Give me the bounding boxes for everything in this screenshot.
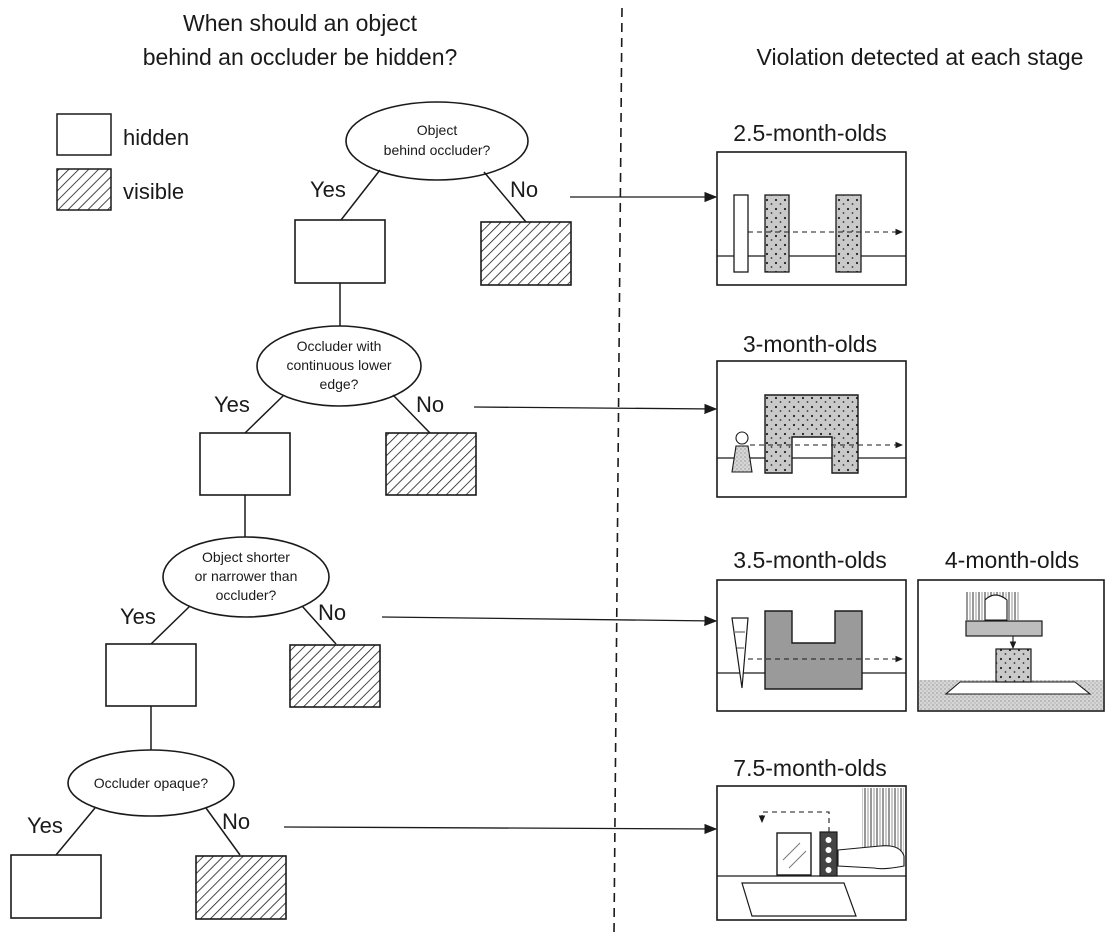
- decision-2-no-branch: [392, 394, 431, 434]
- decision-3-yes-branch: [150, 605, 191, 645]
- legend: hidden visible: [56, 113, 189, 211]
- stage-3-occluder: [764, 610, 863, 690]
- decision-4-question-line-1: Occluder opaque?: [94, 775, 209, 791]
- stage-1-label: 2.5-month-olds: [733, 120, 886, 146]
- stage-3-label: 3.5-month-olds: [733, 547, 886, 573]
- decision-3-no-label: No: [318, 600, 346, 625]
- stage-4-container: [995, 648, 1032, 683]
- legend-hidden-label: hidden: [123, 125, 189, 150]
- stage-4-label: 4-month-olds: [945, 547, 1079, 573]
- decision-2-hidden-box: [199, 432, 291, 496]
- decision-2-question-line-3: edge?: [320, 376, 359, 392]
- left-title-line-2: behind an occluder be hidden?: [143, 44, 458, 70]
- legend-visible-label: visible: [123, 179, 184, 204]
- stage-3-panel: [716, 579, 907, 712]
- decision-node-1: Object behind occluder?: [345, 101, 529, 181]
- decision-3-no-branch: [301, 605, 337, 645]
- decision-4-arrow: [283, 823, 718, 835]
- decision-2-arrow: [473, 403, 718, 415]
- decision-2-yes-label: Yes: [214, 392, 250, 417]
- stage-2-occluder: [764, 394, 859, 474]
- stage-5-label: 7.5-month-olds: [733, 755, 886, 781]
- decision-2-visible-box: [385, 432, 477, 496]
- stage-4-lid: [965, 620, 1043, 637]
- stage-5-transparent-screen: [776, 832, 812, 876]
- stage-5-panel: [716, 785, 907, 921]
- decision-3-yes-label: Yes: [120, 604, 156, 629]
- stage-5-motion-arrow: [758, 811, 830, 832]
- decision-2-yes-branch: [244, 394, 285, 434]
- decision-4-no-label: No: [222, 809, 250, 834]
- decision-2-question-line-2: continuous lower: [286, 357, 391, 373]
- decision-3-question-line-3: occluder?: [216, 587, 277, 603]
- divider-line: [613, 7, 623, 933]
- legend-hidden-swatch: [56, 113, 112, 156]
- decision-3-question-line-2: or narrower than: [195, 568, 298, 584]
- decision-4-yes-branch: [55, 807, 96, 856]
- stage-1-screen-right: [835, 194, 862, 273]
- decision-4-visible-box: [195, 855, 287, 920]
- stage-4-panel: [917, 579, 1105, 712]
- decision-1-hidden-box: [294, 219, 386, 284]
- right-title: Violation detected at each stage: [757, 44, 1084, 70]
- decision-1-no-label: No: [510, 177, 538, 202]
- decision-1-question-line-2: behind occluder?: [384, 142, 491, 158]
- decision-3-hidden-box: [105, 643, 197, 707]
- stage-5-tray: [741, 882, 857, 917]
- decision-1-question-line-1: Object: [417, 122, 458, 138]
- decision-2-question-line-1: Occluder with: [297, 338, 382, 354]
- stage-4-tray: [944, 681, 1092, 695]
- left-title-line-1: When should an object: [183, 10, 418, 36]
- stage-4-hand: [965, 592, 1019, 621]
- decision-1-yes-label: Yes: [310, 177, 346, 202]
- decision-2-no-label: No: [416, 392, 444, 417]
- decision-4-hidden-box: [10, 854, 102, 919]
- decision-4-no-branch: [205, 807, 241, 856]
- decision-1-yes-branch: [340, 169, 381, 221]
- decision-node-4: Occluder opaque?: [67, 749, 235, 817]
- decision-3-arrow: [381, 615, 718, 627]
- stage-1-object: [733, 194, 749, 273]
- decision-1-visible-box: [480, 221, 572, 286]
- decision-4-yes-label: Yes: [27, 813, 63, 838]
- decision-node-2: Occluder with continuous lower edge?: [256, 325, 422, 407]
- stage-2-panel: [716, 360, 907, 498]
- stage-1-screen-left: [764, 194, 790, 273]
- stage-3-carrot-toy: [731, 617, 749, 689]
- decision-3-visible-box: [289, 644, 381, 708]
- legend-visible-swatch: [56, 168, 112, 211]
- stage-2-label: 3-month-olds: [743, 331, 877, 357]
- stage-2-toy-figure: [731, 431, 753, 473]
- decision-3-question-line-1: Object shorter: [202, 549, 290, 565]
- stage-1-panel: [716, 151, 907, 286]
- decision-1-no-branch: [483, 171, 527, 223]
- stage-5-hand: [837, 845, 905, 870]
- decision-node-3: Object shorter or narrower than occluder…: [162, 536, 330, 618]
